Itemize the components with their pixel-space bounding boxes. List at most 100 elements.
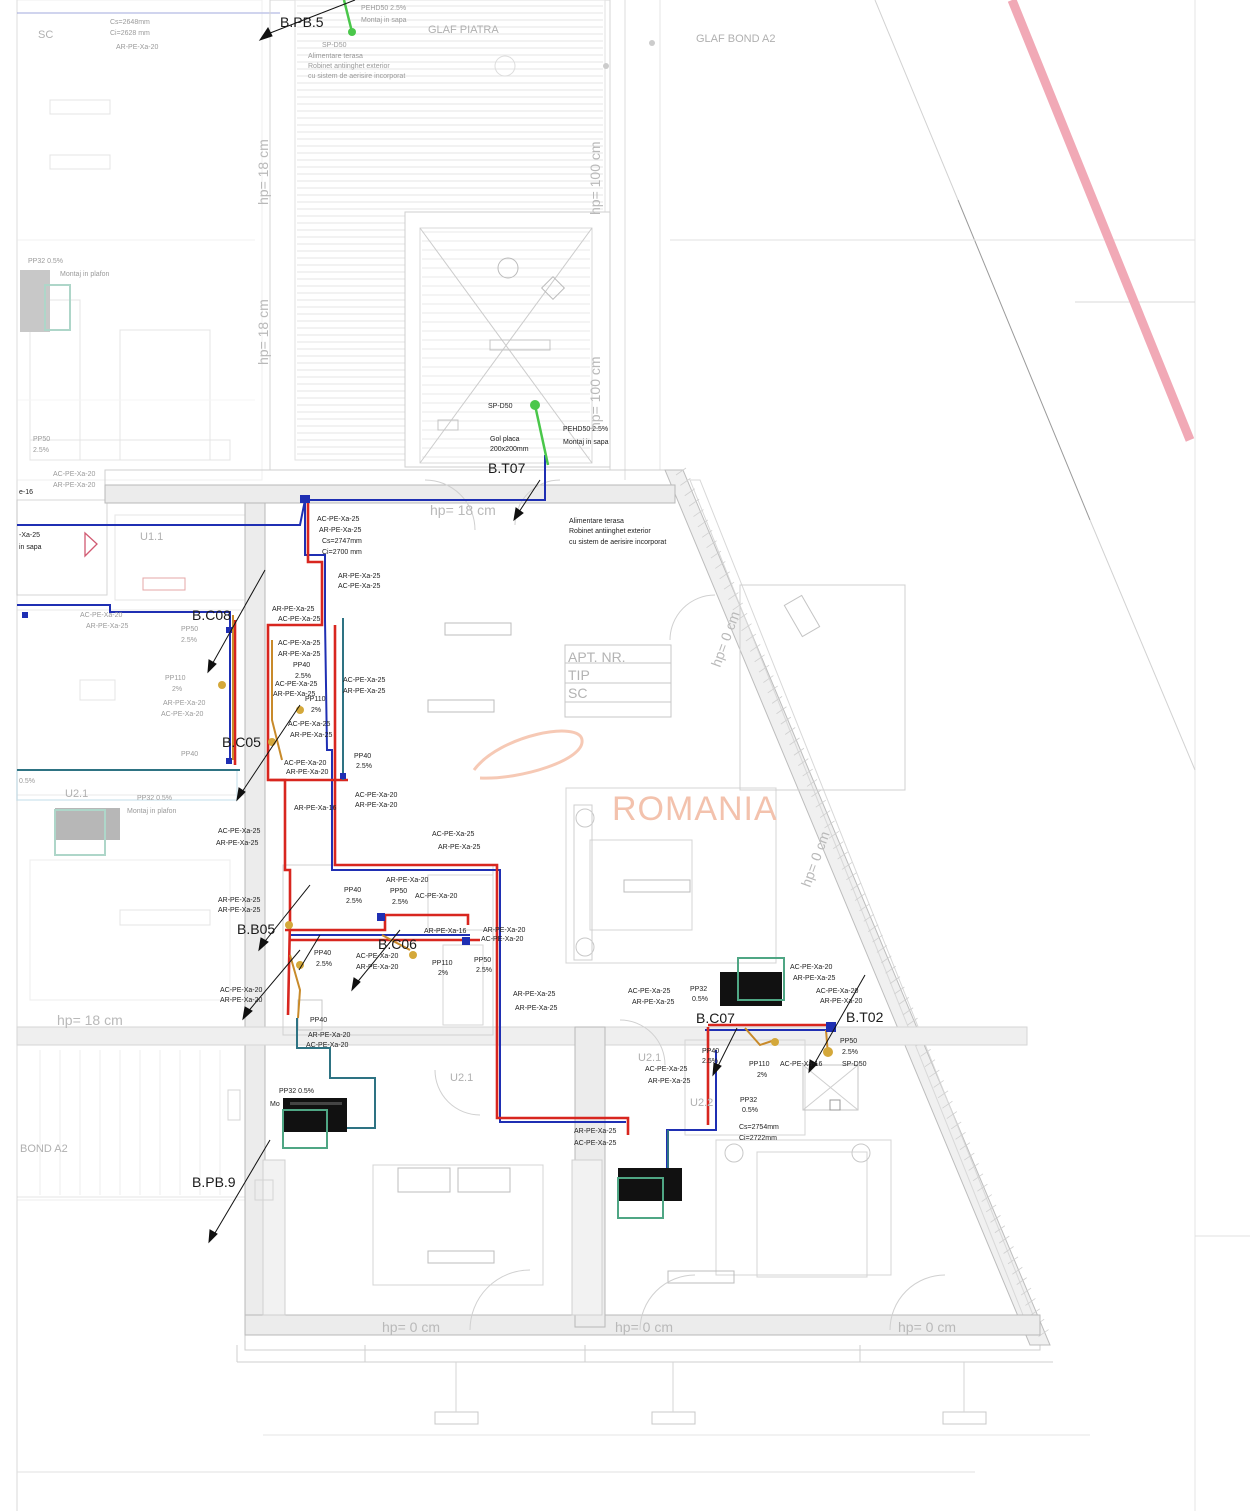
room-tag-u11: U1.1: [140, 531, 163, 543]
label-c07-pp32-b-slope: 0.5%: [742, 1107, 758, 1114]
height-hp-100-vert-b: hp= 100 cm: [587, 356, 603, 430]
label-b05-pp40-b: PP40: [310, 1017, 327, 1024]
label-rad-mo: Mo: [270, 1101, 280, 1108]
label-montaj-sapa: Montaj in sapa: [563, 439, 609, 446]
label-c06-ar20-b: AR-PE-Xa-20: [356, 964, 399, 971]
label-ar20: AR-PE-Xa-20: [53, 482, 96, 489]
label-gol-placa-2: 200x200mm: [490, 446, 529, 453]
label-c07-ac25-b: AC-PE-Xa-25: [645, 1066, 688, 1073]
height-hp-0-b: hp= 0 cm: [615, 1319, 673, 1335]
label-c06-pp110: PP110: [432, 960, 453, 967]
label-t02-sp-d50: SP-D50: [842, 1061, 867, 1068]
height-hp-18-top: hp= 18 cm: [430, 502, 496, 518]
label-c06-ar20: AR-PE-Xa-20: [483, 927, 526, 934]
label-e16: e-16: [19, 489, 33, 496]
label-corr-ar25-b: AR-PE-Xa-25: [515, 1005, 558, 1012]
label-gol-placa-1: Gol placa: [490, 436, 520, 443]
tag-b-c06: B.C06: [378, 936, 417, 952]
label-c08-ar25-b: AR-PE-Xa-25: [278, 651, 321, 658]
label-c07-pp110: PP110: [749, 1061, 770, 1068]
label-c06-ar16: AR-PE-Xa-16: [424, 928, 467, 935]
label-b05-ac20-c: AC-PE-Xa-20: [306, 1042, 349, 1049]
label-c08-ac25-d: AC-PE-Xa-25: [288, 721, 331, 728]
label-c05-ar20: AR-PE-Xa-20: [286, 769, 329, 776]
label-c07-pp32: PP32: [690, 986, 707, 993]
height-hp-0-c: hp= 0 cm: [898, 1319, 956, 1335]
label-glaf-bond: GLAF BOND A2: [696, 33, 775, 45]
label-b05-ar25: AR-PE-Xa-25: [218, 897, 261, 904]
tag-b-t02: B.T02: [846, 1009, 884, 1025]
apt-nr-label: APT. NR.: [568, 649, 626, 665]
label-ci2722: Ci=2722mm: [739, 1135, 777, 1142]
label-ac20-c: AC-PE-Xa-20: [161, 711, 204, 718]
label-bond-a2: BOND A2: [20, 1143, 68, 1155]
label-c07-ac16: AC-PE-Xa-16: [780, 1061, 823, 1068]
background-left-apartment: [16, 0, 280, 481]
label-c07-ar25-c: AR-PE-Xa-25: [648, 1078, 691, 1085]
label-b05-ac20: AC-PE-Xa-20: [415, 893, 458, 900]
label-c07-pp32-slope: 0.5%: [692, 996, 708, 1003]
label-c06-pp40-slope: 2.5%: [316, 961, 332, 968]
label-ci: Ci=2628 mm: [110, 30, 150, 37]
label-c06-pp50-slope: 2.5%: [476, 967, 492, 974]
label-in-sapa: in sapa: [19, 544, 42, 551]
label-c08-ar25-d: AR-PE-Xa-25: [290, 732, 333, 739]
label-c07-ac25: AC-PE-Xa-25: [628, 988, 671, 995]
height-hp-18-left: hp= 18 cm: [57, 1012, 123, 1028]
tag-b-c08: B.C08: [192, 607, 231, 623]
room-tag-u22: U2.2: [690, 1097, 713, 1109]
interior-fixtures: [227, 479, 946, 1331]
label-c07-pp32-b: PP32: [740, 1097, 757, 1104]
pointer-arrows: [207, 0, 866, 1244]
label-corr-ar25: AR-PE-Xa-25: [513, 991, 556, 998]
label-c08-ac25-e: AC-PE-Xa-25: [343, 677, 386, 684]
label-mid-ar25: AR-PE-Xa-25: [438, 844, 481, 851]
label-pp50-slope: 2.5%: [33, 447, 49, 454]
label-c08-ac25: AC-PE-Xa-25: [278, 616, 321, 623]
label-pp32: PP32 0.5%: [28, 258, 63, 265]
label-c08-pp110: PP110: [305, 696, 326, 703]
label-bottom-ac25: AC-PE-Xa-25: [574, 1140, 617, 1147]
label-cs2754: Cs=2754mm: [739, 1124, 779, 1131]
radiators: [282, 957, 785, 1219]
label-montaj-plafon-top: Montaj in plafon: [60, 271, 110, 278]
label-c05-ac20: AC-PE-Xa-20: [284, 760, 327, 767]
label-alim-top-1: Alimentare terasa: [308, 53, 363, 60]
label-c05-ar16: AR-PE-Xa-16: [294, 805, 337, 812]
height-hp-100-vert-a: hp= 100 cm: [587, 141, 603, 215]
label-c05-pp40: PP40: [354, 753, 371, 760]
label-b05-ar25-b: AR-PE-Xa-25: [218, 907, 261, 914]
label-pp50: PP50: [33, 436, 50, 443]
left-sc-label: SC: [38, 29, 53, 41]
label-pp50-b-slope: 2.5%: [181, 637, 197, 644]
balcony-terrace-top: [269, 0, 661, 480]
tag-b-b05: B.B05: [237, 921, 275, 937]
label-alim-top-3: cu sistem de aerisire incorporat: [308, 73, 405, 80]
label-c08-pp40-slope: 2.5%: [295, 673, 311, 680]
label-riser-ar25: AR-PE-Xa-25: [319, 527, 362, 534]
label-mid-ac25: AC-PE-Xa-25: [432, 831, 475, 838]
label-pp50-b: PP50: [181, 626, 198, 633]
height-hp-0-a: hp= 0 cm: [382, 1319, 440, 1335]
label-left-ac25: AC-PE-Xa-25: [218, 828, 261, 835]
label-c05-ar20-b: AR-PE-Xa-20: [355, 802, 398, 809]
room-tag-u21: U2.1: [450, 1072, 473, 1084]
label-pehd50: PEHD50 2.5%: [563, 426, 608, 433]
apt-tip-label: TIP: [568, 667, 590, 683]
label-c08-pp40: PP40: [293, 662, 310, 669]
label-c08-ac25-c: AC-PE-Xa-25: [275, 681, 318, 688]
label-c07-pp40: PP40: [702, 1048, 719, 1055]
tag-b-pb9: B.PB.9: [192, 1174, 236, 1190]
piping: [17, 0, 836, 1176]
label-alim-2: Robinet antiinghet exterior: [569, 528, 651, 535]
label-c07-pp110-slope: 2%: [757, 1072, 767, 1079]
label-b05-ac20-b: AC-PE-Xa-20: [220, 987, 263, 994]
apt-sc-label: SC: [568, 685, 587, 701]
label-c05-ac20-b: AC-PE-Xa-20: [355, 792, 398, 799]
label-b05-ar20-b: AR-PE-Xa-20: [220, 997, 263, 1004]
label-c06-pp40: PP40: [314, 950, 331, 957]
label-pp110-b-slope: 2%: [172, 686, 182, 693]
height-hp-18-vert-b: hp= 18 cm: [255, 299, 271, 365]
label-c07-ar25-b: AR-PE-Xa-25: [632, 999, 675, 1006]
tag-b-c07: B.C07: [696, 1010, 735, 1026]
